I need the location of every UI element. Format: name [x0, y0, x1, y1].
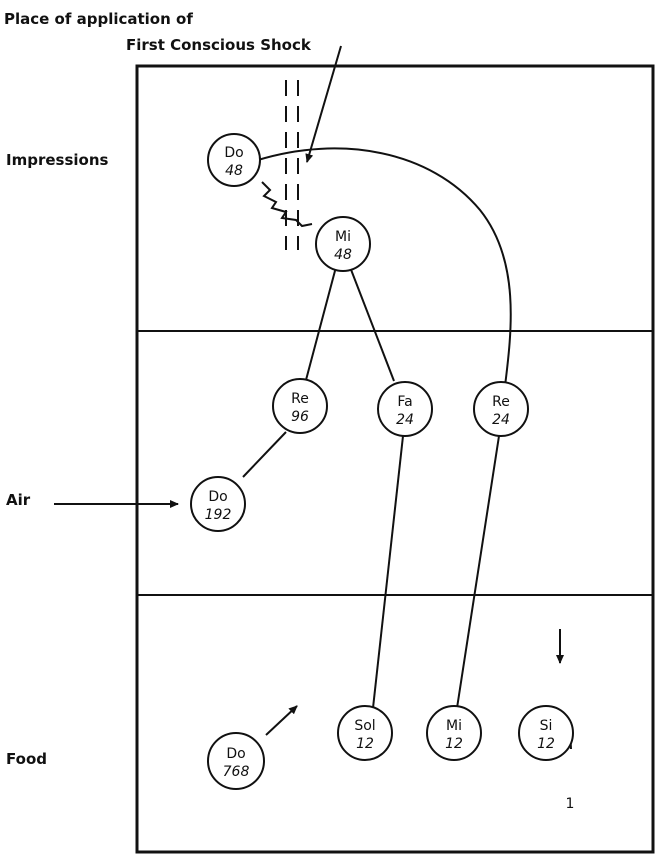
- node-si-12: Si 12: [518, 705, 574, 761]
- arc-do48-to-re24: [257, 147, 512, 387]
- header-line-1: Place of application of: [4, 10, 193, 28]
- svg-text:Do: Do: [208, 489, 227, 505]
- shock-dashed-lines: [285, 80, 299, 250]
- svg-text:Fa: Fa: [397, 394, 412, 410]
- node-mi-48: Mi 48: [315, 216, 371, 272]
- node-re-24: Re 24: [473, 381, 529, 437]
- header-line-2: First Conscious Shock: [126, 36, 311, 54]
- svg-text:Do: Do: [224, 145, 243, 161]
- svg-text:Si: Si: [540, 718, 553, 734]
- node-mi-12: Mi 12: [426, 705, 482, 761]
- svg-text:48: 48: [225, 163, 243, 179]
- line-re24-mi12: [456, 435, 500, 709]
- svg-text:Mi: Mi: [335, 229, 351, 245]
- svg-text:24: 24: [492, 412, 510, 428]
- node-re-96: Re 96: [272, 378, 328, 434]
- node-do-768: Do 768: [207, 732, 265, 790]
- svg-text:12: 12: [445, 736, 463, 752]
- line-mi48-fa24: [349, 266, 395, 382]
- svg-text:12: 12: [537, 736, 555, 752]
- first-shock-arrow: [305, 45, 342, 163]
- svg-text:Sol: Sol: [354, 718, 375, 734]
- svg-text:768: 768: [223, 764, 250, 780]
- outer-frame: [135, 64, 655, 854]
- node-do-48: Do 48: [207, 133, 261, 187]
- svg-text:Re: Re: [492, 394, 510, 410]
- svg-text:192: 192: [205, 507, 232, 523]
- svg-text:24: 24: [396, 412, 414, 428]
- page-mark: 1: [566, 796, 575, 812]
- node-fa-24: Fa 24: [377, 381, 433, 437]
- line-re96-do192: [242, 431, 287, 478]
- svg-text:Do: Do: [226, 746, 245, 762]
- svg-text:96: 96: [291, 409, 309, 425]
- svg-text:12: 12: [356, 736, 374, 752]
- svg-text:Mi: Mi: [446, 718, 462, 734]
- line-mi48-re96: [305, 266, 337, 381]
- line-fa24-sol12: [372, 435, 404, 709]
- row-label-impressions: Impressions: [6, 151, 109, 169]
- zigzag-do48-mi48: [261, 181, 313, 228]
- row-label-food: Food: [6, 750, 47, 768]
- row-label-air: Air: [6, 491, 31, 509]
- svg-text:48: 48: [334, 247, 352, 263]
- svg-text:Re: Re: [291, 391, 309, 407]
- food-arrow: [265, 705, 298, 736]
- node-sol-12: Sol 12: [337, 705, 393, 761]
- node-do-192: Do 192: [190, 476, 246, 532]
